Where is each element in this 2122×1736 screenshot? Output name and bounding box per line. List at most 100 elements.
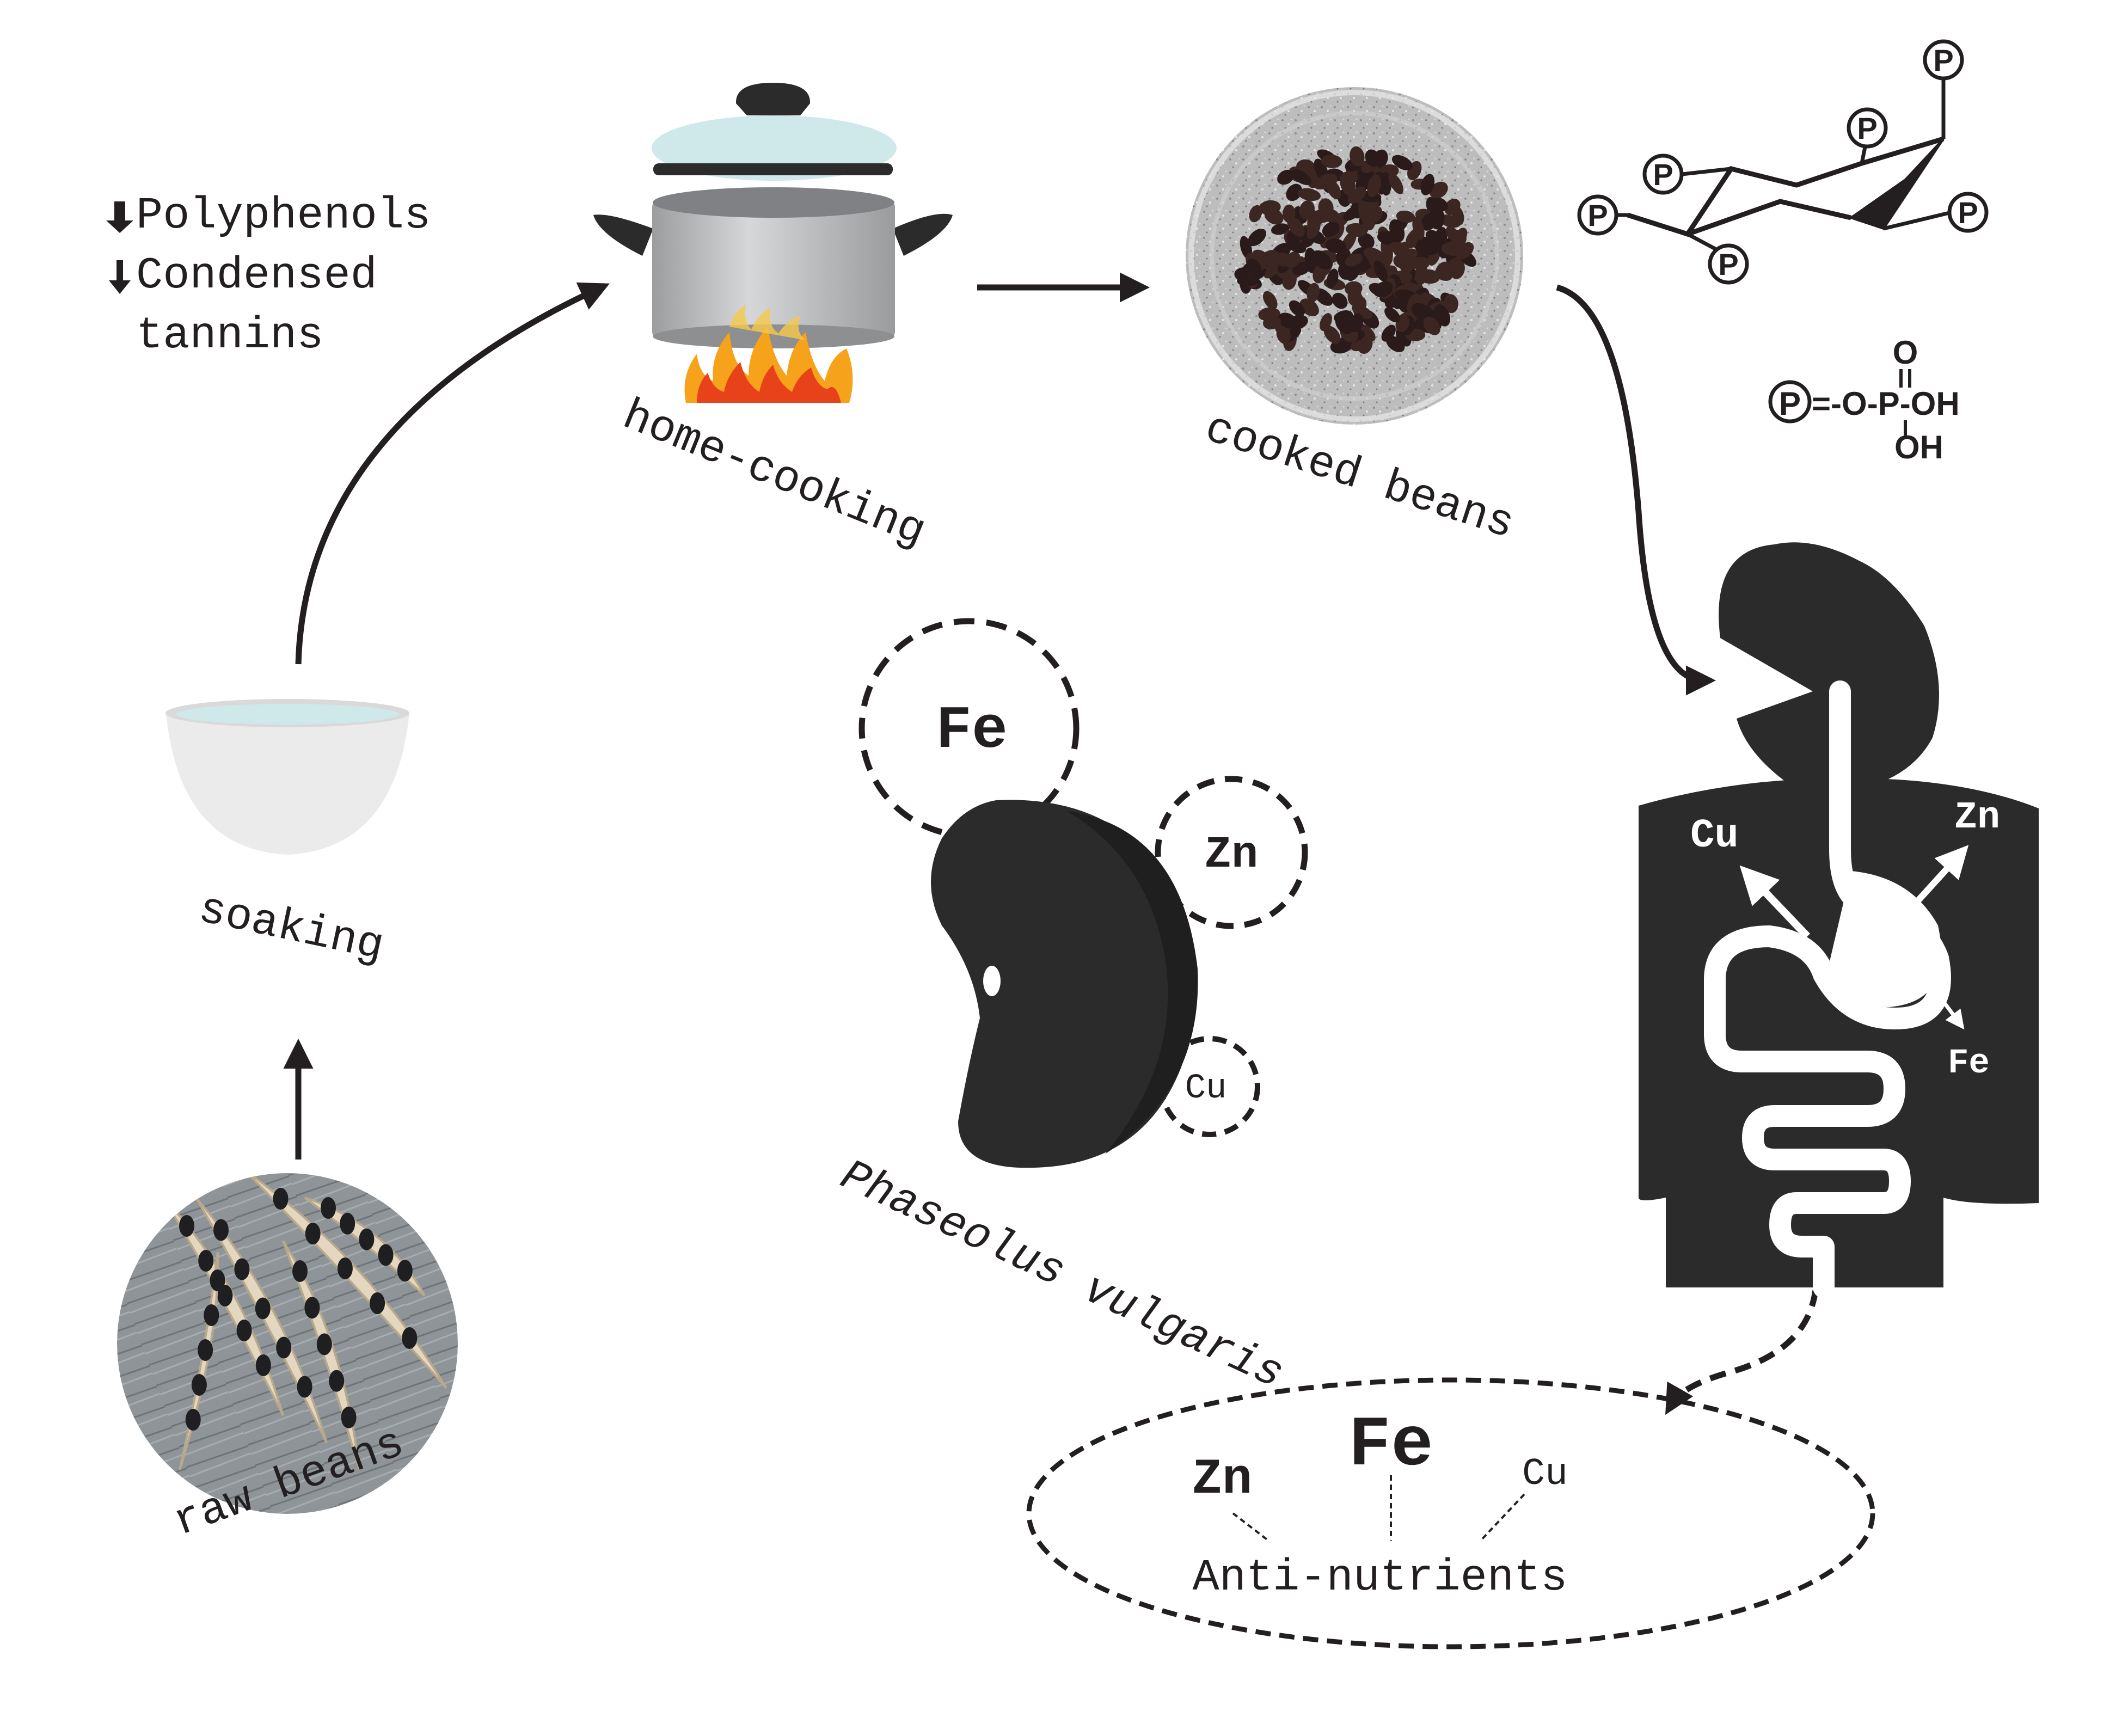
cooked-bean — [1365, 149, 1381, 167]
cooked-beans-bowl — [1186, 87, 1523, 425]
cooked-bean — [1332, 292, 1348, 309]
cooked-bean — [1434, 304, 1450, 327]
svg-text:P: P — [1653, 157, 1673, 192]
cooked-bean — [1384, 307, 1401, 323]
cooked-bean — [1369, 283, 1388, 297]
svg-text:P: P — [1857, 111, 1877, 145]
cooked-bean — [1381, 324, 1396, 342]
raw-bean — [210, 1269, 225, 1291]
cooked-bean — [1278, 312, 1297, 329]
complex-fe-label: Fe — [1348, 1406, 1433, 1486]
cooked-bean — [1388, 173, 1403, 194]
decrease-tannins: tannins — [136, 310, 323, 361]
svg-text:P: P — [1933, 43, 1953, 77]
cooked-bean — [1237, 275, 1259, 287]
cooked-bean — [1271, 223, 1290, 235]
bean-fe-label: Fe — [936, 697, 1008, 765]
cooked-bean — [1291, 169, 1312, 185]
svg-text:P: P — [1958, 195, 1978, 230]
raw-bean — [204, 1304, 219, 1326]
zn-release-arrow — [1903, 845, 1969, 917]
bean-zn-label: Zn — [1205, 830, 1258, 880]
cooking-pot — [593, 83, 953, 403]
cooked-bean — [1248, 228, 1266, 247]
arrow-body-to-antinutrients — [1665, 1290, 1819, 1415]
phosphate-badge: P — [1923, 39, 1964, 81]
raw-bean — [329, 1370, 345, 1392]
soaking-label: soaking — [194, 884, 388, 972]
cooked-bean — [1351, 224, 1369, 237]
cooked-bean — [1327, 268, 1339, 289]
raw-bean — [337, 1257, 353, 1279]
pot-lid-knob — [735, 83, 811, 115]
raw-bean — [191, 1374, 207, 1396]
cooked-bean — [1335, 314, 1353, 334]
soaking-bowl — [165, 699, 409, 855]
raw-bean — [316, 1333, 332, 1355]
cooked-bean — [1423, 316, 1440, 335]
cooked-bean — [1340, 171, 1356, 195]
complex-zn-label: Zn — [1192, 1451, 1252, 1508]
cooked-bean — [1321, 155, 1342, 168]
cooked-bean — [1286, 183, 1303, 201]
cooked-bean — [1311, 250, 1332, 270]
cooked-bean — [1307, 219, 1321, 240]
body-fe-label: Fe — [1948, 1044, 1990, 1083]
cooked-bean — [1325, 238, 1346, 253]
cooked-bean — [1420, 174, 1435, 195]
cooked-bean — [1273, 252, 1293, 267]
raw-bean — [236, 1320, 252, 1341]
raw-beans-photo — [117, 1173, 458, 1514]
cooked-bean — [1367, 174, 1381, 198]
cooked-bean — [1391, 155, 1413, 170]
cooked-bean — [1276, 324, 1291, 344]
cooked-bean — [1307, 283, 1320, 303]
cooked-bean — [1320, 313, 1332, 332]
raw-bean — [255, 1354, 271, 1376]
raw-bean — [185, 1409, 201, 1431]
phosphate-oxygen: O — [1893, 334, 1918, 371]
phosphate-p-symbol: P — [1779, 385, 1801, 422]
body-zn-label: Zn — [1954, 796, 2000, 839]
decrease-condensed: Condensed — [136, 250, 377, 301]
svg-text:P: P — [1718, 247, 1738, 281]
pot-handle-left — [593, 214, 653, 256]
raw-bean — [397, 1260, 413, 1282]
bean-minerals-cluster: Fe Zn Cu — [858, 618, 1308, 1168]
cooked-beans-pile — [1234, 146, 1476, 354]
cu-release-arrow — [1739, 865, 1811, 939]
cooked-bean — [1262, 291, 1278, 310]
cooked-bean — [1282, 204, 1296, 223]
phosphate-formula: P =-O-P-OH O OH — [1768, 334, 1960, 465]
raw-bean — [321, 1197, 336, 1219]
cooked-bean — [1398, 248, 1418, 262]
phosphate-badge: P — [1642, 154, 1684, 195]
cooked-bean — [1277, 169, 1295, 185]
raw-bean — [304, 1297, 320, 1319]
head-icon — [1719, 542, 1939, 789]
phosphate-badge: P — [1708, 243, 1749, 285]
raw-bean — [340, 1212, 355, 1235]
raw-bean — [370, 1292, 385, 1314]
bean-hilum — [983, 966, 1001, 996]
cooked-bean — [1289, 300, 1305, 317]
complex-cu-label: Cu — [1522, 1453, 1568, 1496]
cooked-bean — [1411, 256, 1430, 270]
cooked-bean — [1313, 264, 1327, 284]
raw-bean — [341, 1406, 357, 1428]
raw-bean — [213, 1219, 229, 1241]
raw-bean — [276, 1336, 292, 1359]
body-cu-label: Cu — [1690, 813, 1739, 859]
species-label: Phaseolus vulgaris — [832, 1150, 1291, 1400]
gut-tract — [1704, 680, 1951, 1298]
cooked-bean — [1358, 324, 1376, 342]
bean-icon — [931, 800, 1194, 1168]
torso-icon — [1639, 778, 2039, 1287]
phosphate-badge: P — [1577, 194, 1618, 236]
fe-release-arrow — [1934, 989, 1965, 1030]
cooked-bean — [1450, 230, 1467, 246]
cooked-bean — [1430, 181, 1448, 199]
human-digestive-system: Cu Zn Fe — [1639, 542, 2039, 1298]
